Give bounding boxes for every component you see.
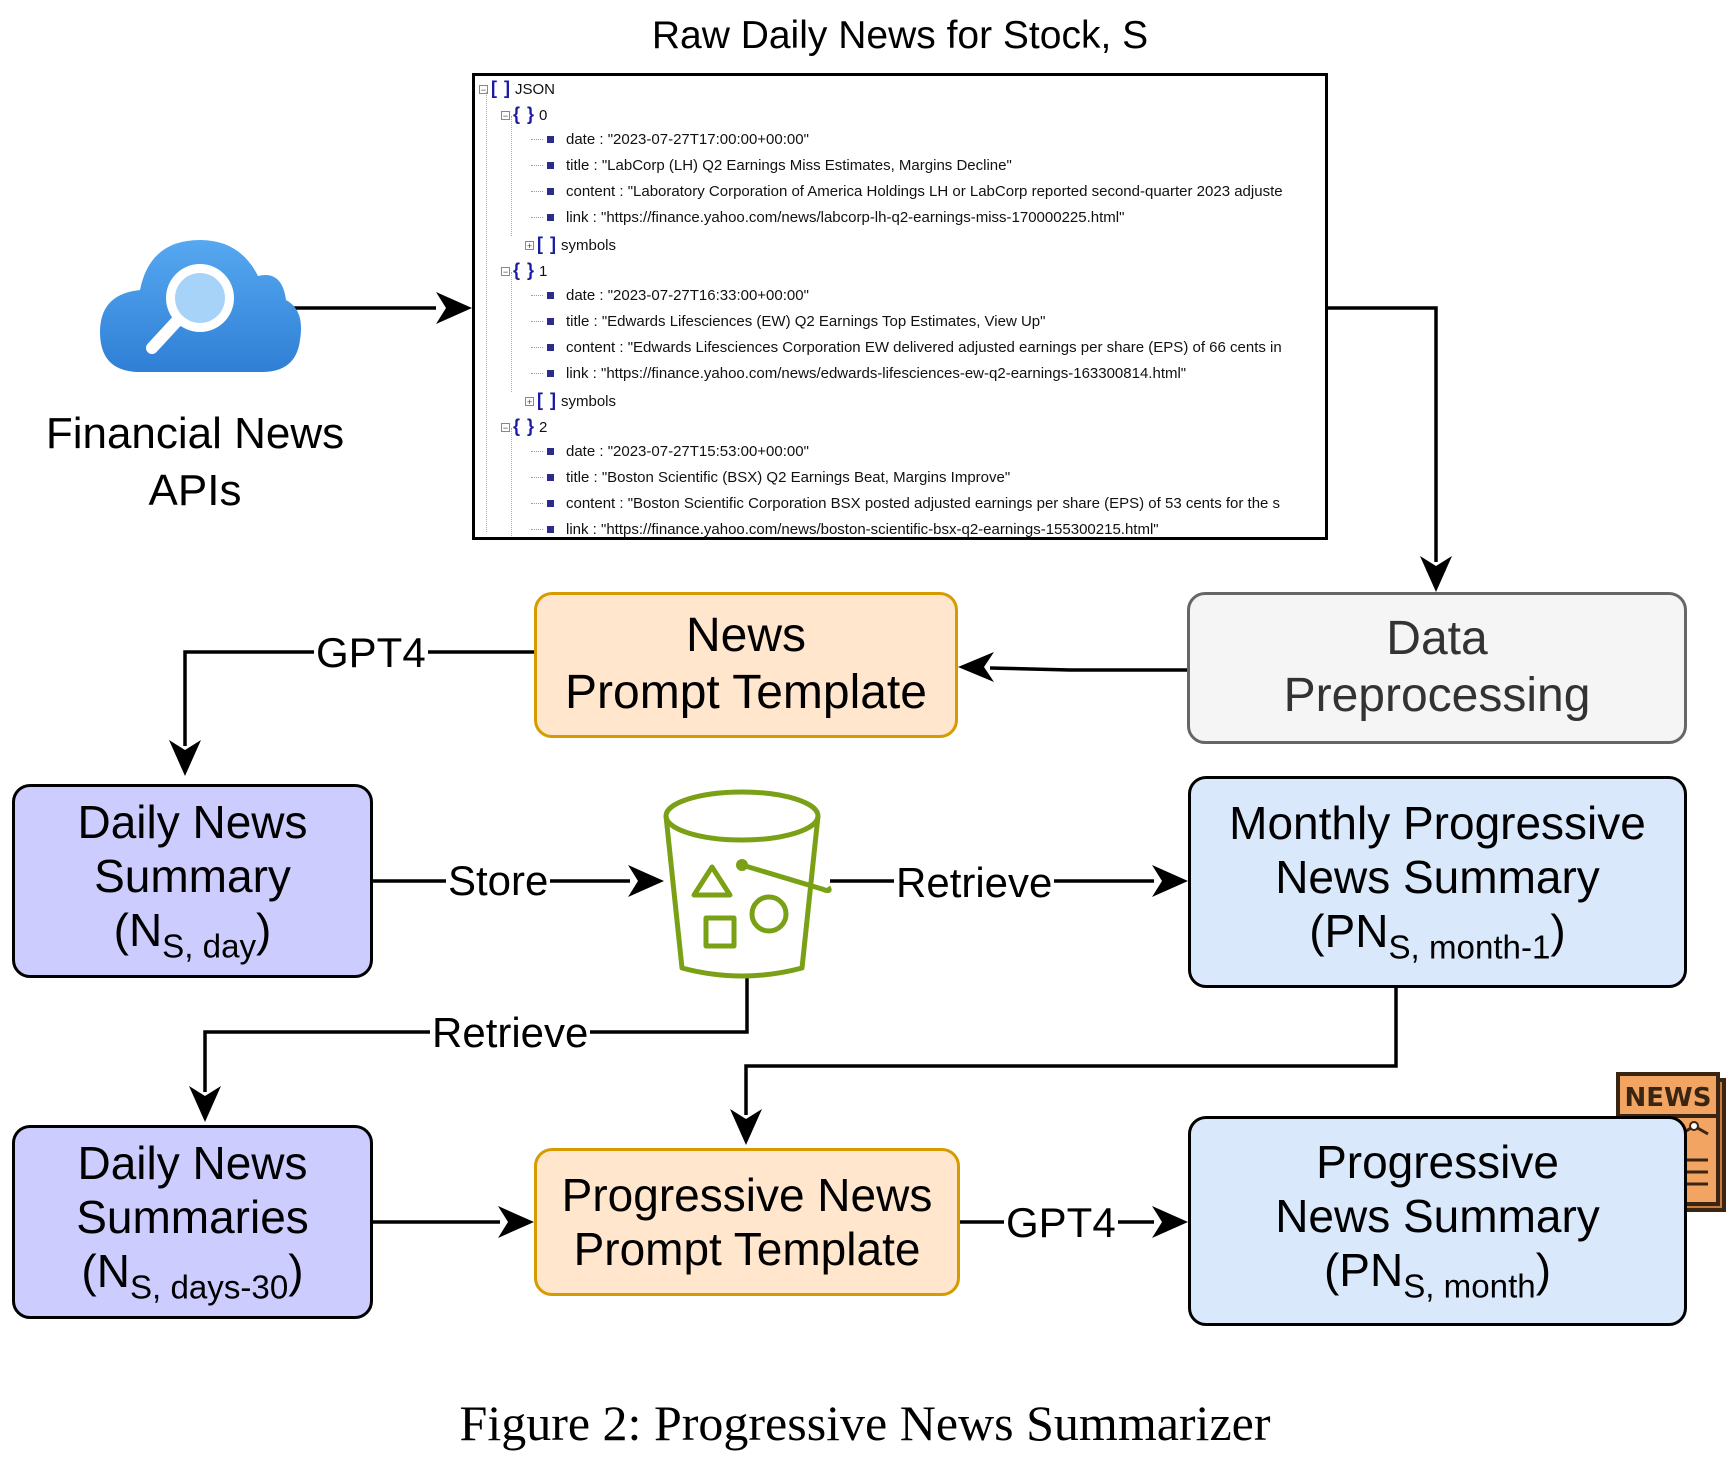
edge-label-gpt4-top: GPT4 — [314, 629, 428, 676]
edge-label-retrieve-down: Retrieve — [430, 1009, 591, 1056]
monthly-progressive-news-summary-node: Monthly Progressive News Summary (PNS, m… — [1188, 776, 1687, 988]
storage-bucket-icon — [663, 789, 832, 979]
edge-label-retrieve-right: Retrieve — [894, 859, 1055, 906]
collapse-toggle-icon[interactable]: − — [501, 111, 510, 121]
collapse-toggle-icon[interactable]: − — [501, 267, 510, 277]
json-field-content: content : "Edwards Lifesciences Corporat… — [566, 339, 1282, 356]
node-symbol: (PNS, month-1) — [1309, 905, 1566, 968]
daily-news-summary-node: Daily News Summary (NS, day) — [12, 784, 373, 978]
progressive-news-prompt-template-node: Progressive News Prompt Template — [534, 1148, 960, 1296]
field-bullet-icon — [547, 188, 554, 195]
json-field-date: date : "2023-07-27T16:33:00+00:00" — [566, 287, 809, 304]
data-preprocessing-node: Data Preprocessing — [1187, 592, 1687, 744]
json-field-symbols: symbols — [561, 237, 617, 254]
json-field-content: content : "Boston Scientific Corporation… — [566, 495, 1281, 512]
json-field-date: date : "2023-07-27T15:53:00+00:00" — [566, 443, 809, 460]
node-symbol: (NS, days-30) — [81, 1245, 304, 1308]
json-item-index: 2 — [539, 419, 548, 436]
json-root-row[interactable]: −[ ]JSON — [479, 78, 556, 98]
node-line: Prompt Template — [565, 666, 927, 719]
node-line: Summaries — [76, 1191, 309, 1244]
progressive-news-summary-node: Progressive News Summary (PNS, month) — [1188, 1116, 1687, 1326]
field-bullet-icon — [547, 162, 554, 169]
node-line: Daily News — [77, 795, 308, 848]
node-line: News — [685, 609, 807, 663]
edge-label-store: Store — [446, 857, 551, 904]
field-bullet-icon — [547, 474, 554, 481]
edge-json-to-preprocessing — [1328, 306, 1438, 562]
newspaper-icon-text: NEWS — [1625, 1083, 1712, 1113]
json-field-date: date : "2023-07-27T17:00:00+00:00" — [566, 131, 809, 148]
json-item-index: 0 — [539, 107, 548, 124]
node-symbol: (NS, day) — [113, 904, 272, 967]
json-field-content: content : "Laboratory Corporation of Ame… — [566, 183, 1283, 200]
figure-caption: Figure 2: Progressive News Summarizer — [459, 1395, 1271, 1451]
json-field-title: title : "Boston Scientific (BSX) Q2 Earn… — [566, 469, 1011, 486]
node-line: Prompt Template — [573, 1223, 921, 1275]
json-field-title: title : "Edwards Lifesciences (EW) Q2 Ea… — [566, 313, 1046, 330]
collapse-toggle-icon[interactable]: − — [479, 85, 488, 95]
field-bullet-icon — [547, 370, 554, 377]
json-field-title: title : "LabCorp (LH) Q2 Earnings Miss E… — [566, 157, 1012, 174]
cloud-search-icon — [100, 240, 302, 372]
json-field-link: link : "https://finance.yahoo.com/news/e… — [566, 365, 1187, 382]
node-line: News Summary — [1275, 1190, 1600, 1243]
edge-label-gpt4-bottom: GPT4 — [1004, 1199, 1118, 1246]
node-line: News Summary — [1275, 851, 1600, 904]
collapse-toggle-icon[interactable]: − — [501, 423, 510, 433]
node-line: Daily News — [77, 1136, 308, 1189]
node-symbol: (PNS, month) — [1323, 1244, 1552, 1307]
field-bullet-icon — [547, 448, 554, 455]
field-bullet-icon — [547, 318, 554, 325]
daily-news-summaries-node: Daily News Summaries (NS, days-30) — [12, 1125, 373, 1319]
field-bullet-icon — [547, 526, 554, 533]
field-bullet-icon — [547, 500, 554, 507]
json-symbols-row[interactable]: +[ ]symbols — [525, 390, 617, 410]
news-prompt-template-node: News Prompt Template — [534, 592, 958, 738]
json-symbols-row[interactable]: +[ ]symbols — [525, 234, 617, 254]
edge-monthly-to-progressive-template — [744, 988, 1398, 1115]
json-root-label: JSON — [515, 81, 556, 98]
raw-news-json-panel[interactable]: −[ ]JSON −{ }0 date : "2023-07-27T17:00:… — [472, 73, 1328, 540]
expand-toggle-icon[interactable]: + — [525, 397, 534, 407]
json-field-link: link : "https://finance.yahoo.com/news/l… — [566, 209, 1125, 226]
api-label-line2: APIs — [148, 466, 242, 516]
node-line: Data — [1386, 612, 1488, 666]
field-bullet-icon — [547, 136, 554, 143]
node-line: Preprocessing — [1283, 669, 1591, 722]
json-item-row[interactable]: −{ }1 — [501, 260, 548, 280]
field-bullet-icon — [547, 344, 554, 351]
node-line: Monthly Progressive — [1229, 796, 1646, 849]
json-field-link: link : "https://finance.yahoo.com/news/b… — [566, 521, 1159, 538]
json-item-row[interactable]: −{ }0 — [501, 104, 548, 124]
node-line: Summary — [94, 850, 291, 903]
field-bullet-icon — [547, 214, 554, 221]
json-item-row[interactable]: −{ }2 — [501, 416, 548, 436]
expand-toggle-icon[interactable]: + — [525, 241, 534, 251]
edge-preprocessing-to-news-template — [989, 666, 1187, 672]
node-line: Progressive — [1316, 1135, 1559, 1188]
field-bullet-icon — [547, 292, 554, 299]
json-field-symbols: symbols — [561, 393, 617, 410]
financial-news-apis-label: Financial News APIs — [30, 405, 360, 519]
json-item-index: 1 — [539, 263, 548, 280]
api-label-line1: Financial News — [45, 409, 345, 458]
node-line: Progressive News — [561, 1168, 933, 1221]
json-panel-title: Raw Daily News for Stock, S — [651, 14, 1149, 57]
